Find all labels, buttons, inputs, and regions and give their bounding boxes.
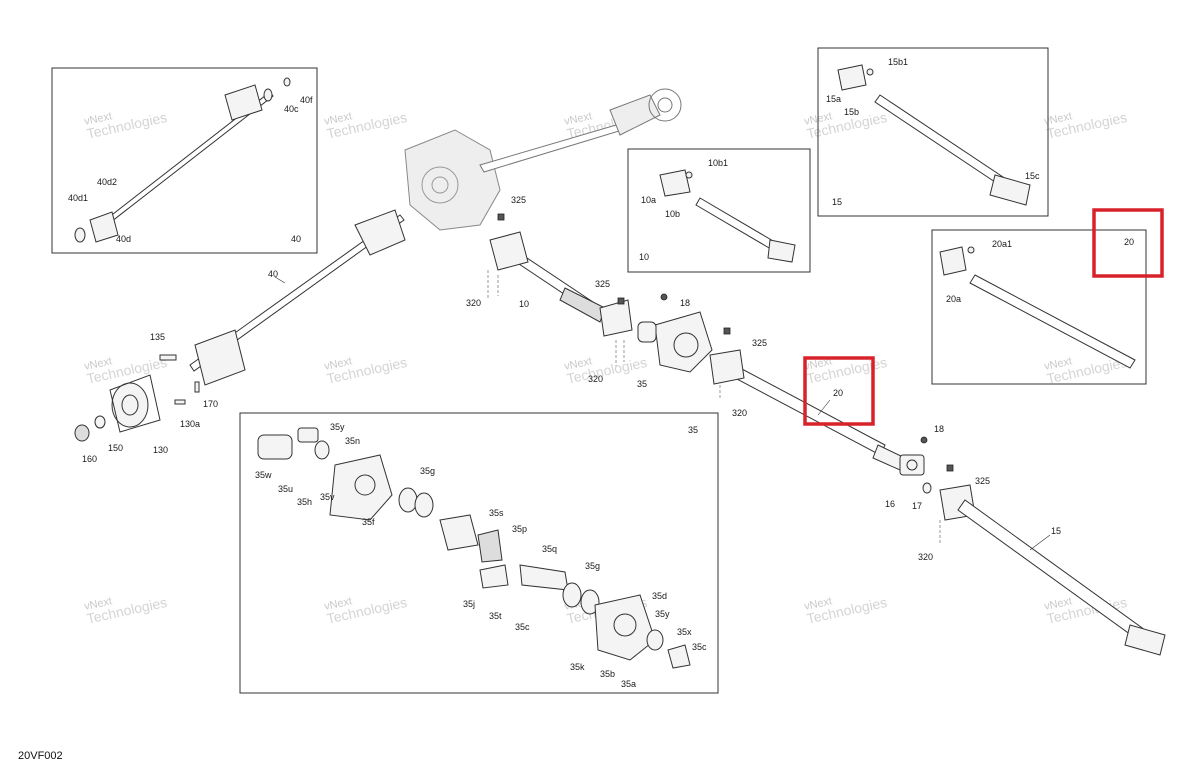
label-35t: 35t (489, 611, 502, 621)
label-320: 320 (588, 374, 603, 384)
label-320: 320 (466, 298, 481, 308)
inset-20-number: 20 (1124, 237, 1134, 247)
watermark-vnext: vNext (803, 595, 833, 613)
label-18: 18 (680, 298, 690, 308)
label-10-main: 10 (519, 299, 529, 309)
inset-10-number: 10 (639, 252, 649, 262)
watermark-vnext: vNext (1043, 355, 1073, 373)
label-35s: 35s (489, 508, 504, 518)
highlight-box-inset-20 (1092, 208, 1164, 278)
label-15c: 15c (1025, 171, 1040, 181)
highlight-box-main-20 (803, 356, 875, 426)
watermark-vnext: vNext (83, 110, 113, 128)
label-35p: 35p (512, 524, 527, 534)
inset-40-number: 40 (291, 234, 301, 244)
inset-15: 15b1 15a 15b 15c 15 (817, 47, 1049, 217)
label-40d1: 40d1 (68, 193, 88, 203)
label-35v: 35v (320, 492, 335, 502)
label-35w: 35w (255, 470, 272, 480)
label-325: 325 (595, 279, 610, 289)
label-10a: 10a (641, 195, 656, 205)
watermark-vnext: vNext (1043, 110, 1073, 128)
label-35c: 35c (515, 622, 530, 632)
label-15-main: 15 (1051, 526, 1061, 536)
label-170: 170 (203, 399, 218, 409)
watermark-vnext: vNext (323, 595, 353, 613)
label-35b: 35b (600, 669, 615, 679)
label-35c: 35c (692, 642, 707, 652)
label-10b1: 10b1 (708, 158, 728, 168)
label-160: 160 (82, 454, 97, 464)
label-35n: 35n (345, 436, 360, 446)
label-150: 150 (108, 443, 123, 453)
label-320: 320 (732, 408, 747, 418)
watermark-vnext: vNext (563, 355, 593, 373)
label-15a: 15a (826, 94, 841, 104)
label-35y: 35y (330, 422, 345, 432)
label-16: 16 (885, 499, 895, 509)
label-130a: 130a (180, 419, 200, 429)
label-35d: 35d (652, 591, 667, 601)
watermark-vnext: vNext (563, 110, 593, 128)
label-40f: 40f (300, 95, 313, 105)
inset-20: 20a1 20a 20 (931, 229, 1147, 385)
label-40d: 40d (116, 234, 131, 244)
label-35k: 35k (570, 662, 585, 672)
label-15b1: 15b1 (888, 57, 908, 67)
label-40d2: 40d2 (97, 177, 117, 187)
label-35g: 35g (420, 466, 435, 476)
label-35-main: 35 (637, 379, 647, 389)
label-35g: 35g (585, 561, 600, 571)
label-40c: 40c (284, 104, 299, 114)
main-assembly: 40 135 170 130a 130 150 160 325 320 10 3… (74, 88, 1166, 656)
label-35a: 35a (621, 679, 636, 689)
label-325: 325 (752, 338, 767, 348)
label-130: 130 (153, 445, 168, 455)
watermark-vnext: vNext (1043, 595, 1073, 613)
diagram-code: 20VF002 (18, 750, 63, 762)
watermark-vnext: vNext (323, 355, 353, 373)
label-135: 135 (150, 332, 165, 342)
label-15b: 15b (844, 107, 859, 117)
watermark-vnext: vNext (83, 355, 113, 373)
watermark-vnext: vNext (83, 595, 113, 613)
label-20a1: 20a1 (992, 239, 1012, 249)
label-20a: 20a (946, 294, 961, 304)
label-18: 18 (934, 424, 944, 434)
label-35j: 35j (463, 599, 475, 609)
label-320: 320 (918, 552, 933, 562)
label-325: 325 (511, 195, 526, 205)
label-325: 325 (975, 476, 990, 486)
label-10b: 10b (665, 209, 680, 219)
label-40-main: 40 (268, 269, 278, 279)
label-35y: 35y (655, 609, 670, 619)
label-17: 17 (912, 501, 922, 511)
inset-35-number: 35 (688, 425, 698, 435)
inset-40: 40f 40c 40d2 40d1 40d 40 (51, 67, 318, 254)
label-20-main: 20 (833, 388, 843, 398)
inset-10: 10b1 10a 10b 10 (627, 148, 811, 273)
label-35h: 35h (297, 497, 312, 507)
label-35f: 35f (362, 517, 375, 527)
label-35x: 35x (677, 627, 692, 637)
inset-35: 35 35y 35n 35w 35u 35h 35v 35f 35g 35s 3… (239, 412, 719, 694)
label-35u: 35u (278, 484, 293, 494)
inset-15-number: 15 (832, 197, 842, 207)
label-35q: 35q (542, 544, 557, 554)
watermark-vnext: vNext (323, 110, 353, 128)
